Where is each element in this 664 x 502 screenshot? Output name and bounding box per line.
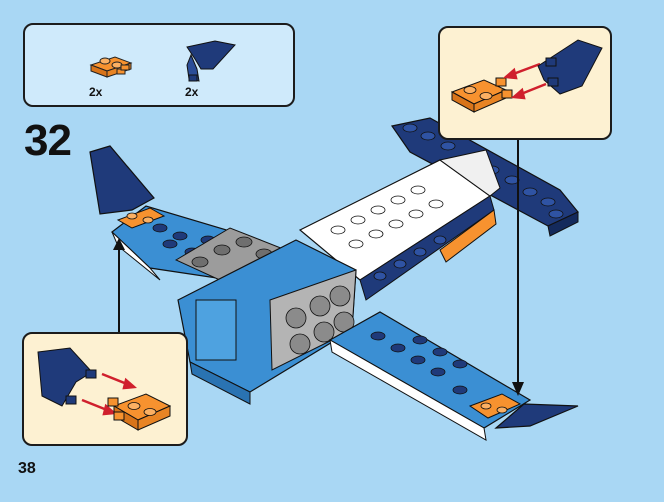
- left-wing: [89, 145, 261, 281]
- dark-blue-tail-fin-icon: [186, 40, 236, 82]
- callout-right-illustration: [450, 39, 603, 113]
- part-count-tail-fin: 2x: [185, 85, 199, 99]
- nose: [177, 239, 357, 405]
- dark-blue-tail-fin-icon: [537, 39, 603, 95]
- callout-left-wing-tip: [22, 332, 188, 446]
- dark-blue-tail-fin-icon: [37, 347, 97, 407]
- page-number: 38: [18, 460, 36, 477]
- fuselage-top: [298, 149, 501, 301]
- step-number: 32: [24, 116, 72, 165]
- orange-plate-1x2-with-clips-icon: [89, 56, 133, 78]
- callout-pointer-left: [113, 238, 125, 332]
- engine: [174, 227, 298, 293]
- callout-left-illustration: [37, 347, 172, 431]
- lower-right-wing: [328, 311, 579, 441]
- orange-plate-with-clips-icon: [450, 77, 513, 113]
- orange-plate-with-clips-icon: [107, 393, 172, 431]
- callout-pointer-right: [512, 138, 524, 396]
- parts-list-illustrations: [89, 40, 236, 82]
- parts-list-box: 2x 2x: [23, 23, 295, 107]
- callout-right-wing-tip: [438, 26, 612, 140]
- red-arrows: [503, 62, 547, 100]
- red-arrows: [81, 372, 137, 416]
- part-count-orange-plate: 2x: [89, 85, 103, 99]
